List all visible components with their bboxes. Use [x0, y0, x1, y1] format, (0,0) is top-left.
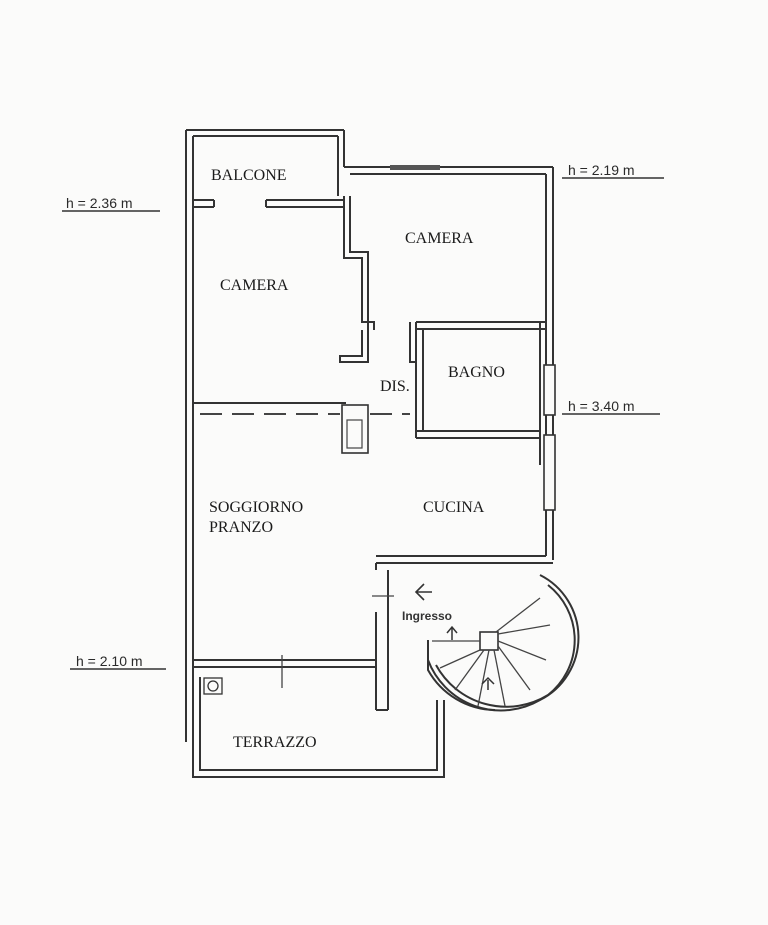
height-label-right-mid: h = 3.40 m [568, 398, 635, 414]
window-cucina [543, 434, 556, 511]
height-label-left-top: h = 2.36 m [66, 195, 133, 211]
room-label-bagno: BAGNO [448, 364, 505, 381]
outer-walls [185, 129, 556, 742]
room-label-soggiorno: SOGGIORNO [209, 499, 303, 516]
spiral-staircase [427, 574, 580, 712]
room-label-terrazzo: TERRAZZO [233, 734, 317, 751]
stair-arrow-icon [446, 625, 458, 640]
room-label-pranzo: PRANZO [209, 519, 273, 536]
closet [341, 404, 369, 454]
room-labels: BALCONE CAMERA CAMERA BAGNO DIS. SOGGIOR… [209, 167, 505, 751]
room-label-balcone: BALCONE [211, 167, 287, 184]
room-label-camera-left: CAMERA [220, 277, 289, 294]
entrance-label: Ingresso [402, 609, 452, 623]
height-label-right-top: h = 2.19 m [568, 162, 635, 178]
room-label-dis: DIS. [380, 378, 410, 395]
height-label-left-bottom: h = 2.10 m [76, 653, 143, 669]
terrazzo-area [192, 670, 445, 778]
height-markers: h = 2.36 m h = 2.19 m h = 3.40 m h = 2.1… [62, 162, 664, 670]
stair-core [479, 631, 499, 651]
window-bagno [543, 364, 556, 416]
entrance-arrow-icon [414, 583, 432, 601]
room-label-cucina: CUCINA [423, 499, 485, 516]
interior-walls [193, 196, 546, 711]
window-top [390, 165, 440, 170]
drain-icon [207, 680, 219, 692]
room-label-camera-right: CAMERA [405, 230, 474, 247]
